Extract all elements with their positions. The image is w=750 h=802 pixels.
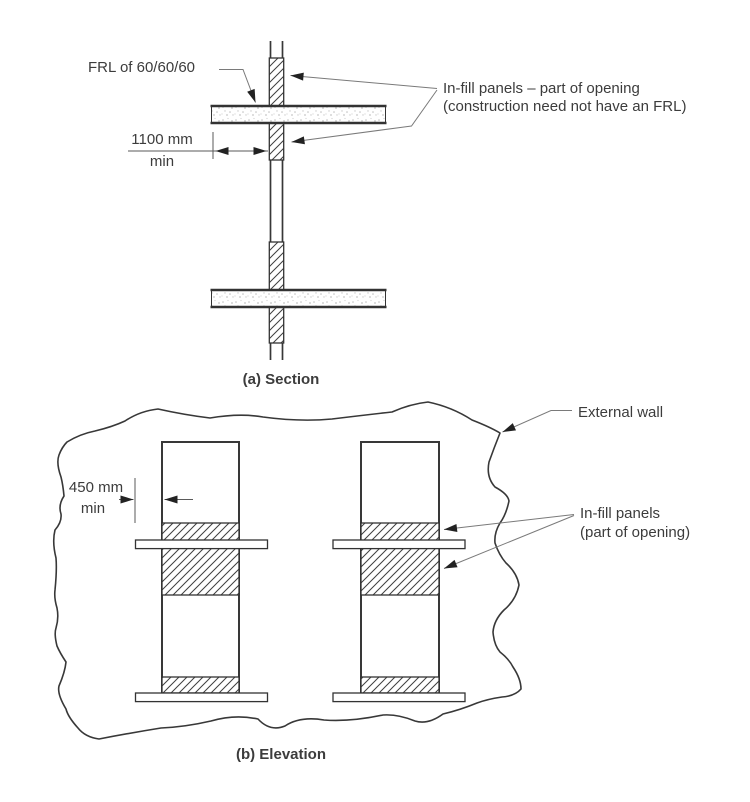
elevation-caption: (b) Elevation: [235, 746, 326, 763]
elevation-dim-unit: min: [80, 500, 106, 517]
infill-panel: [268, 57, 285, 107]
section-infill-label-line1: In-fill panels – part of opening: [443, 80, 640, 97]
elevation-dimension: [119, 478, 193, 523]
floor-slab-lower: [210, 288, 387, 309]
infill-panel: [360, 522, 440, 596]
frl-leader-arrow: [219, 69, 256, 103]
external-wall-outline: [52, 401, 522, 740]
infill-panel: [268, 306, 285, 344]
leader-arrow: [291, 89, 438, 145]
external-wall-leader-arrow: [502, 410, 572, 433]
leader-arrow: [443, 514, 575, 532]
leader-arrow: [290, 72, 438, 89]
elevation-dim-value: 450 mm: [68, 479, 124, 496]
infill-panel: [161, 676, 240, 694]
section-dim-unit: min: [149, 153, 175, 170]
section-infill-leaders: [290, 72, 438, 145]
section-infill-label: In-fill panels – part of opening (constr…: [443, 80, 686, 115]
slab-bars: [134, 539, 466, 703]
section-caption: (a) Section: [242, 371, 320, 388]
elevation-infill-label: In-fill panels (part of opening): [580, 505, 690, 541]
elevation-infill-label-line2: (part of opening): [580, 524, 691, 541]
elevation-view: [52, 401, 575, 740]
slab-bar: [134, 539, 269, 550]
slab-bar: [332, 539, 466, 550]
external-wall-label: External wall: [578, 404, 664, 421]
elevation-infill-label-line1: In-fill panels: [580, 505, 661, 522]
floor-slab-upper: [210, 104, 387, 125]
slab-bar: [332, 692, 466, 703]
elevation-infill-panels: [161, 522, 440, 694]
infill-panel: [360, 676, 440, 694]
infill-panel: [268, 122, 285, 161]
elevation-infill-leaders: [443, 514, 575, 569]
frl-label: FRL of 60/60/60: [88, 59, 196, 76]
slab-bar: [134, 692, 269, 703]
section-dim-value: 1100 mm: [131, 131, 193, 148]
leader-arrow: [443, 515, 575, 569]
section-dimension: [128, 132, 268, 159]
infill-panel: [268, 241, 285, 291]
infill-panel: [161, 522, 240, 596]
section-view: [128, 41, 438, 360]
section-infill-label-line2: (construction need not have an FRL): [443, 98, 687, 115]
